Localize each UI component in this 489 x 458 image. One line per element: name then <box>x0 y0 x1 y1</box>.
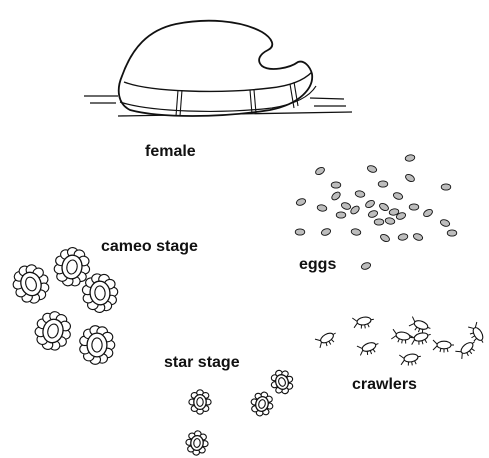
female-dome <box>119 21 312 116</box>
egg <box>422 208 433 218</box>
egg <box>398 233 409 241</box>
crawlers-cluster <box>315 314 487 367</box>
eggs-label: eggs <box>299 256 336 274</box>
egg <box>295 229 305 235</box>
star-stage-scale <box>189 390 211 414</box>
egg <box>378 202 389 212</box>
egg <box>360 261 371 270</box>
egg <box>295 197 306 206</box>
egg <box>336 212 346 218</box>
eggs-cluster <box>295 154 457 270</box>
egg <box>317 204 328 212</box>
egg <box>441 184 451 190</box>
egg <box>349 205 360 216</box>
star-stage-scale <box>267 367 296 397</box>
egg <box>314 166 325 176</box>
egg <box>364 199 375 209</box>
star-stage-label: star stage <box>164 354 240 372</box>
cameo-stage-scale <box>31 308 75 354</box>
egg <box>340 201 351 210</box>
star-stage-scale <box>248 389 276 418</box>
egg <box>355 190 366 198</box>
egg <box>385 217 396 225</box>
egg <box>374 219 384 225</box>
egg <box>409 204 419 210</box>
cameo-stage-label: cameo stage <box>101 238 198 256</box>
egg <box>378 181 388 187</box>
egg <box>447 230 457 236</box>
egg <box>351 228 362 236</box>
crawler <box>315 329 339 350</box>
egg <box>404 173 415 183</box>
crawler <box>391 329 414 345</box>
female-label: female <box>145 143 196 161</box>
cameo-stage-scale <box>80 326 115 365</box>
egg <box>331 182 341 188</box>
crawlers-label: crawlers <box>352 376 417 394</box>
crawler <box>433 340 454 353</box>
crawler <box>408 317 432 336</box>
egg <box>392 191 403 200</box>
crawler <box>455 338 479 361</box>
crawler <box>399 351 422 367</box>
star-stage-cluster <box>185 367 297 456</box>
egg <box>439 218 450 227</box>
crawler <box>409 330 433 348</box>
cameo-stage-cluster <box>8 245 119 364</box>
cameo-stage-scale <box>81 272 119 314</box>
crawler <box>352 314 375 330</box>
cameo-stage-scale <box>8 260 54 308</box>
egg <box>412 232 423 241</box>
egg <box>320 227 331 236</box>
egg <box>379 233 390 243</box>
egg <box>405 154 416 162</box>
egg <box>367 209 378 218</box>
egg <box>366 164 377 173</box>
female-scale-illustration <box>84 21 352 116</box>
egg <box>330 191 341 202</box>
crawler <box>357 339 381 358</box>
star-stage-scale <box>185 430 209 456</box>
